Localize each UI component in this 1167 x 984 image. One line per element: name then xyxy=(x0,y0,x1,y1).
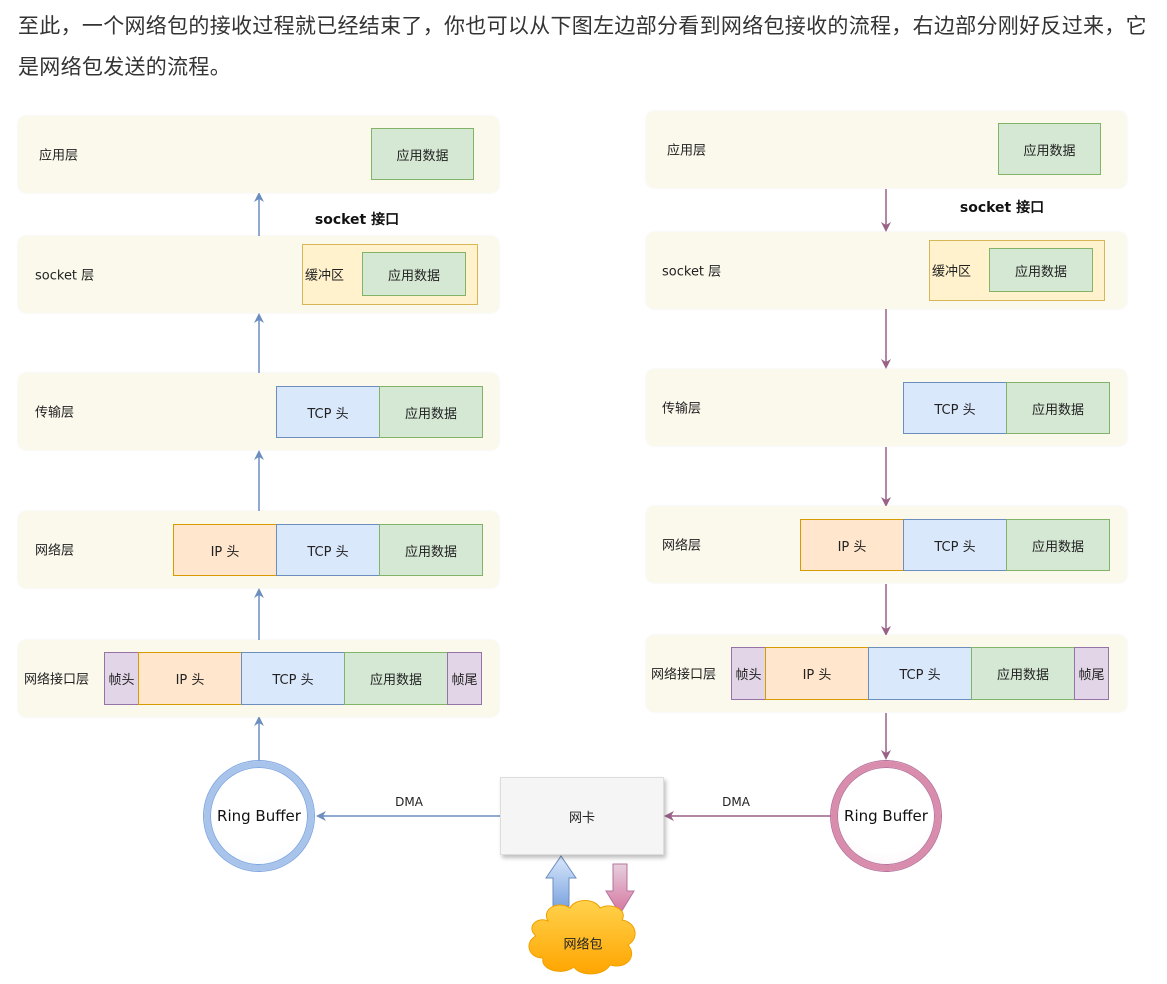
intro-paragraph: 至此，一个网络包的接收过程就已经结束了，你也可以从下图左边部分看到网络包接收的流… xyxy=(18,14,1147,79)
recv-link-layer-label: 网络接口层 xyxy=(24,672,90,688)
send-app-data: 应用数据 xyxy=(998,123,1101,175)
send-network-ip-header: IP 头 xyxy=(800,519,904,571)
send-frame-header: 帧头 xyxy=(731,647,766,700)
recv-frame-trailer: 帧尾 xyxy=(447,652,482,705)
send-socket-interface-title: socket 接口 xyxy=(959,200,1045,216)
recv-app-layer-label: 应用层 xyxy=(39,148,79,164)
send-link-app-data: 应用数据 xyxy=(971,647,1075,700)
recv-network-tcp-header: TCP 头 xyxy=(276,524,380,576)
send-transport-layer-label: 传输层 xyxy=(662,401,702,417)
recv-network-layer: 网络层 IP 头 TCP 头 应用数据 xyxy=(18,511,499,588)
packet-label: 网络包 xyxy=(563,937,603,953)
send-network-tcp-header: TCP 头 xyxy=(903,519,1007,571)
send-socket-app-data: 应用数据 xyxy=(989,248,1093,292)
recv-transport-layer-label: 传输层 xyxy=(35,405,75,421)
recv-socket-app-data: 应用数据 xyxy=(362,252,466,296)
recv-app-data: 应用数据 xyxy=(371,128,474,180)
send-frame-trailer: 帧尾 xyxy=(1074,647,1109,700)
recv-dma-label: DMA xyxy=(395,795,423,809)
recv-network-ip-header: IP 头 xyxy=(173,524,277,576)
recv-network-app-data: 应用数据 xyxy=(379,524,483,576)
send-network-layer: 网络层 IP 头 TCP 头 应用数据 xyxy=(646,506,1127,583)
send-dma-label: DMA xyxy=(722,795,750,809)
packet-cloud xyxy=(528,900,636,975)
send-network-app-data: 应用数据 xyxy=(1006,519,1110,571)
send-network-layer-label: 网络层 xyxy=(662,538,702,554)
recv-buffer-label: 缓冲区 xyxy=(305,268,345,284)
recv-transport-tcp-header: TCP 头 xyxy=(276,386,380,438)
recv-link-tcp-header: TCP 头 xyxy=(241,652,345,705)
send-buffer-label: 缓冲区 xyxy=(932,264,972,280)
send-transport-app-data: 应用数据 xyxy=(1006,382,1110,434)
recv-network-layer-label: 网络层 xyxy=(35,543,75,559)
send-link-layer-label: 网络接口层 xyxy=(651,667,717,683)
recv-socket-layer-label: socket 层 xyxy=(35,268,95,284)
send-link-tcp-header: TCP 头 xyxy=(868,647,972,700)
network-card: 网卡 xyxy=(500,777,664,855)
recv-socket-interface-title: socket 接口 xyxy=(314,212,400,228)
send-transport-tcp-header: TCP 头 xyxy=(903,382,1007,434)
recv-ring-buffer: Ring Buffer xyxy=(204,761,314,871)
packet-up-arrow xyxy=(545,855,577,907)
recv-link-layer: 网络接口层 帧头 IP 头 TCP 头 应用数据 帧尾 xyxy=(18,640,499,717)
send-socket-layer: socket 层 缓冲区 应用数据 xyxy=(646,232,1127,309)
recv-frame-header: 帧头 xyxy=(104,652,139,705)
recv-app-layer: 应用层 应用数据 xyxy=(18,116,499,193)
recv-transport-layer: 传输层 TCP 头 应用数据 xyxy=(18,373,499,450)
send-transport-layer: 传输层 TCP 头 应用数据 xyxy=(646,369,1127,446)
send-app-layer-label: 应用层 xyxy=(667,143,707,159)
send-app-layer: 应用层 应用数据 xyxy=(646,111,1127,188)
packet-down-arrow xyxy=(605,863,635,915)
recv-link-ip-header: IP 头 xyxy=(138,652,242,705)
recv-link-app-data: 应用数据 xyxy=(344,652,448,705)
recv-transport-app-data: 应用数据 xyxy=(379,386,483,438)
send-link-layer: 网络接口层 帧头 IP 头 TCP 头 应用数据 帧尾 xyxy=(646,635,1127,712)
recv-socket-layer: socket 层 缓冲区 应用数据 xyxy=(18,236,499,313)
send-link-ip-header: IP 头 xyxy=(765,647,869,700)
send-socket-layer-label: socket 层 xyxy=(662,264,722,280)
send-ring-buffer: Ring Buffer xyxy=(831,761,941,871)
